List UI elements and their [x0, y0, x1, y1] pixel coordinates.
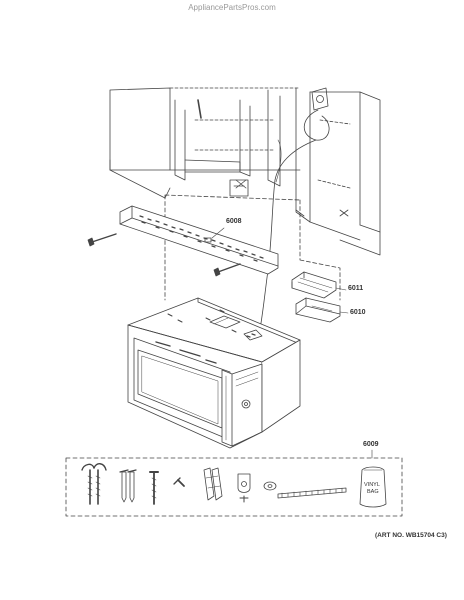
flat-washer-icon: [263, 481, 277, 491]
vent-damper: [295, 297, 341, 323]
leader-6010: [339, 311, 349, 314]
wall-outline: [164, 194, 341, 301]
cord-clamp-icon: [237, 473, 251, 503]
wood-screw-icon: [149, 471, 159, 505]
grille-cover: [291, 271, 337, 299]
toggle-bolt-icon: [81, 463, 107, 505]
site-watermark: AppliancePartsPros.com: [188, 3, 276, 12]
part-label-6008: 6008: [226, 218, 242, 225]
wall-anchor-icon: [119, 469, 137, 503]
leader-6011: [335, 287, 347, 291]
plate-screw-left-icon: [87, 233, 117, 247]
plate-screw-lower-icon: [213, 263, 241, 277]
small-screw-icon: [173, 477, 185, 487]
art-number: (ART NO. WB15704 C3): [375, 532, 447, 539]
foam-strip-icon: [277, 487, 347, 499]
leader-6008: [211, 227, 225, 239]
hardware-kit-box: [65, 457, 403, 517]
microwave-body: [127, 297, 301, 449]
vinyl-bag-icon: [359, 466, 387, 508]
part-label-6010: 6010: [350, 309, 366, 316]
power-cord: [257, 87, 330, 341]
mounting-plate-holes: [139, 215, 264, 262]
part-label-6009: 6009: [363, 441, 379, 448]
mounting-plate: [119, 205, 279, 275]
toggle-wing-icon: [203, 467, 223, 501]
part-label-6011: 6011: [348, 285, 364, 292]
vinyl-bag-label-line1: VINYL: [364, 482, 380, 488]
vinyl-bag-label-line2: BAG: [367, 489, 379, 495]
